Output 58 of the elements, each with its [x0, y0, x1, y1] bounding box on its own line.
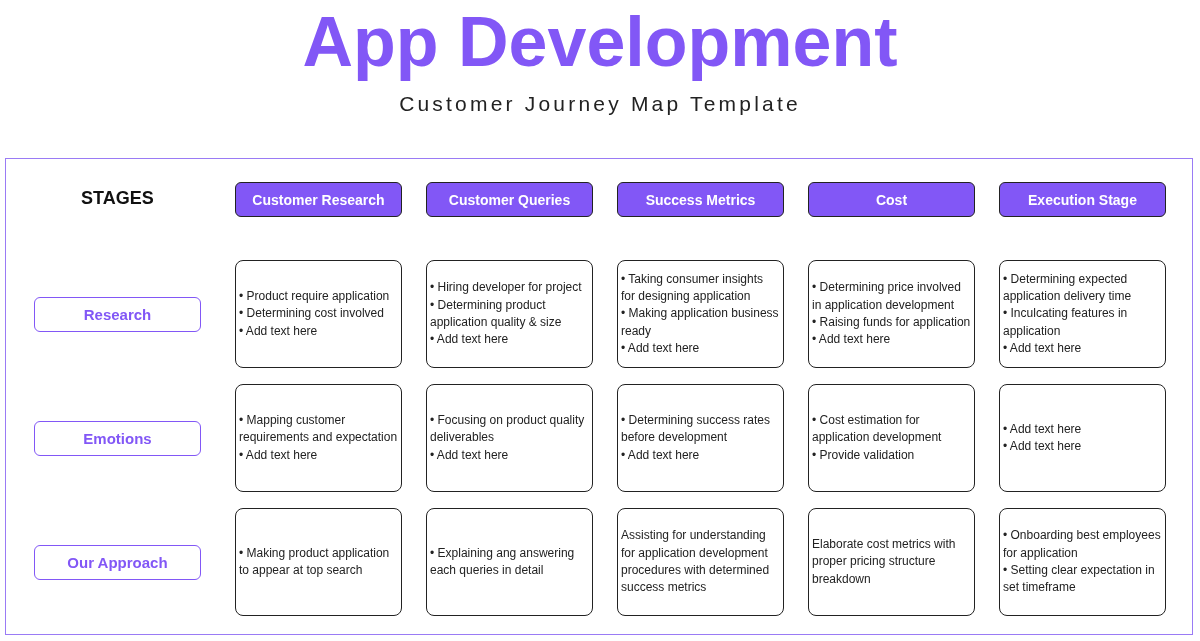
stage-header: Success Metrics	[617, 182, 784, 217]
card-text: • Cost estimation for application development	[812, 412, 943, 447]
journey-card	[999, 260, 1166, 368]
stage-header: Customer Queries	[426, 182, 593, 217]
card-text: • Making product application to appear at top search	[239, 544, 391, 579]
card-text: • Mapping customer requirements and expectation	[239, 412, 398, 447]
card-text: • Add text here	[430, 331, 510, 349]
card-text: • Making application business ready	[621, 305, 780, 340]
row-label: Our Approach	[34, 545, 201, 580]
card-text: • Raising funds for application	[812, 314, 971, 331]
card-text: • Determining success rates before development	[621, 412, 771, 447]
row-label: Research	[34, 297, 201, 332]
journey-card	[235, 384, 402, 492]
journey-card	[617, 384, 784, 492]
card-text: • Explaining ang answering each queries in detail	[430, 544, 576, 579]
journey-card	[235, 508, 402, 616]
journey-card	[808, 508, 975, 616]
card-text: Assisting for understanding for application development procedures with determined success metrics	[621, 527, 771, 597]
card-text: • Hiring developer for project	[430, 279, 583, 297]
journey-card	[808, 260, 975, 368]
card-text: • Add text here	[621, 339, 701, 357]
card-text: • Determining price involved in application development	[812, 279, 962, 314]
card-text: • Determining expected application delivery time	[1003, 270, 1133, 306]
title: App Development	[302, 2, 898, 82]
card-text: • Inculcating features in application	[1003, 305, 1129, 340]
journey-card	[426, 384, 593, 492]
card-text: • Add text here	[1003, 438, 1083, 455]
journey-card	[999, 384, 1166, 492]
card-text: • Add text here	[621, 446, 701, 464]
subtitle: Customer Journey Map Template	[399, 92, 801, 116]
stage-header: Execution Stage	[999, 182, 1166, 217]
card-text: • Add text here	[239, 322, 319, 340]
journey-card	[617, 508, 784, 616]
card-text: • Onboarding best employees for application	[1003, 527, 1162, 562]
card-text: • Determining product application quality & size	[430, 296, 563, 331]
card-text: • Setting clear expectation in set timeframe	[1003, 562, 1156, 597]
card-text: • Add text here	[430, 446, 510, 464]
card-text: • Focusing on product quality deliverables	[430, 412, 586, 447]
table-frame	[5, 158, 1193, 635]
stages-heading: STAGES	[81, 188, 154, 209]
stage-header: Customer Research	[235, 182, 402, 217]
journey-card	[999, 508, 1166, 616]
journey-card	[808, 384, 975, 492]
card-text: • Provide validation	[812, 446, 916, 464]
stage-header: Cost	[808, 182, 975, 217]
card-text: • Taking consumer insights for designing application	[621, 270, 765, 306]
card-text: • Add text here	[812, 331, 892, 349]
card-text: • Determining cost involved	[239, 305, 385, 323]
card-text: • Add text here	[239, 446, 319, 464]
card-text: • Add text here	[1003, 420, 1083, 438]
card-text: Elaborate cost metrics with proper pricing structure breakdown	[812, 536, 957, 588]
card-text: • Product require application	[239, 288, 391, 306]
journey-card	[426, 508, 593, 616]
journey-card	[235, 260, 402, 368]
journey-card	[426, 260, 593, 368]
card-text: • Add text here	[1003, 339, 1083, 357]
journey-card	[617, 260, 784, 368]
row-label: Emotions	[34, 421, 201, 456]
